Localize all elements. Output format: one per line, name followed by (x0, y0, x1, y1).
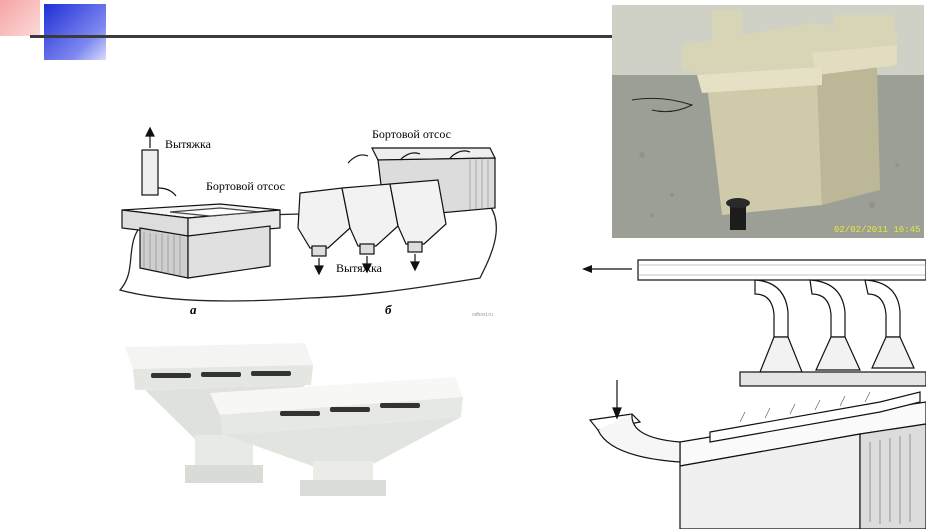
label-side-suction-b: Бортовой отсос (372, 127, 451, 141)
intake-duct (588, 380, 681, 463)
photo-galvanic-tank: 02/02/2011 16:45 (612, 5, 924, 238)
label-exhaust-top: Вытяжка (165, 137, 212, 151)
watermark: odhost.ru (472, 312, 493, 318)
photo-timestamp: 02/02/2011 16:45 (834, 225, 920, 235)
hoppers (739, 336, 926, 387)
title-rule (30, 35, 620, 38)
tank-body (682, 10, 897, 215)
caption-b: б (385, 302, 392, 317)
main-duct (637, 259, 926, 281)
decor-square-blue (44, 4, 106, 60)
label-side-suction-a: Бортовой отсос (206, 179, 285, 193)
drain-valve (726, 198, 750, 230)
schematic-b-tank (297, 147, 496, 276)
decor-square-red (0, 0, 40, 36)
label-exhaust-b: Вытяжка (336, 261, 383, 275)
bath-tank (679, 391, 926, 529)
caption-a: а (190, 302, 197, 317)
exhaust-arrow (582, 265, 632, 273)
branch-ducts (754, 279, 901, 338)
schematic-a-tank (121, 126, 281, 279)
bath-suction-schematic (580, 252, 926, 529)
exhaust-schematic: Вытяжка Бортовой отсос Бортовой отсос Вы… (110, 118, 510, 318)
photo-side-suction-units (115, 335, 465, 500)
suction-unit-2 (210, 377, 463, 496)
